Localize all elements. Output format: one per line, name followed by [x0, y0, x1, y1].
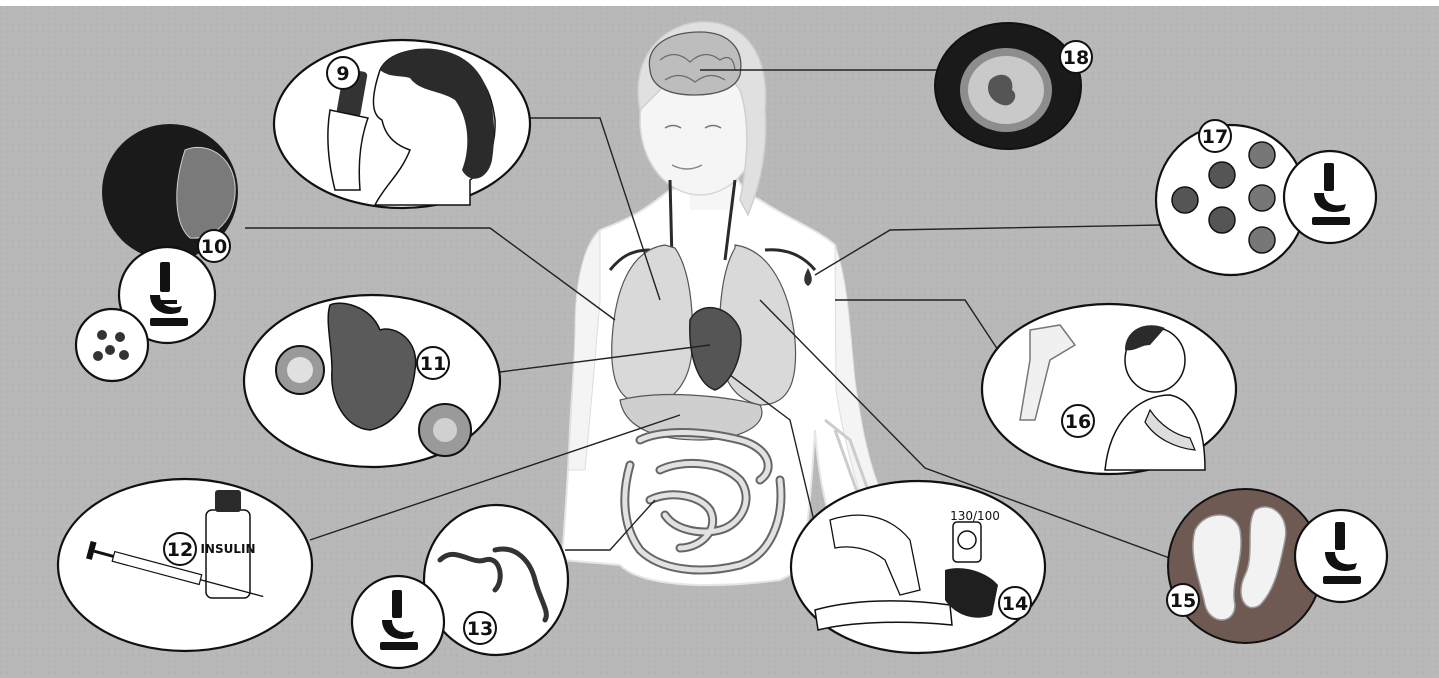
callout-15: 15 [1167, 584, 1199, 616]
callout-17: 17 [1199, 120, 1231, 152]
microscope-circle-13 [352, 576, 444, 668]
callout-9-text: 9 [336, 63, 349, 85]
insulin-label: INSULIN [200, 542, 255, 556]
germ-circle [76, 309, 148, 381]
vignette-16-joint-pain [982, 304, 1236, 474]
callout-12: 12 [164, 533, 196, 565]
callout-18-text: 18 [1063, 47, 1089, 69]
top-margin [0, 0, 1439, 6]
callout-11: 11 [417, 347, 449, 379]
callout-16: 16 [1062, 405, 1094, 437]
callout-10-text: 10 [201, 236, 227, 258]
callout-15-text: 15 [1170, 590, 1196, 612]
vignette-9-inhaler [274, 40, 530, 208]
callout-9: 9 [327, 57, 359, 89]
artery-lumen-1 [287, 357, 313, 383]
callout-13: 13 [464, 612, 496, 644]
callout-14-text: 14 [1002, 593, 1028, 615]
insulin-bottle-cap [215, 490, 241, 512]
artery-lumen-2 [433, 418, 457, 442]
brain [649, 32, 741, 95]
callout-18: 18 [1060, 41, 1092, 73]
vignette-14-blood-pressure: 130/100 [791, 481, 1045, 653]
callout-17-text: 17 [1202, 126, 1228, 148]
callout-11-text: 11 [420, 353, 446, 375]
bp-gauge [953, 522, 981, 562]
vignette-11-heart [244, 295, 500, 467]
vignette-18-brain-scan [935, 23, 1081, 149]
callout-10: 10 [198, 230, 230, 262]
callout-12-text: 12 [167, 539, 193, 561]
callout-14: 14 [999, 587, 1031, 619]
callout-13-text: 13 [467, 618, 493, 640]
callout-16-text: 16 [1065, 411, 1091, 433]
bp-reading: 130/100 [950, 509, 1000, 523]
